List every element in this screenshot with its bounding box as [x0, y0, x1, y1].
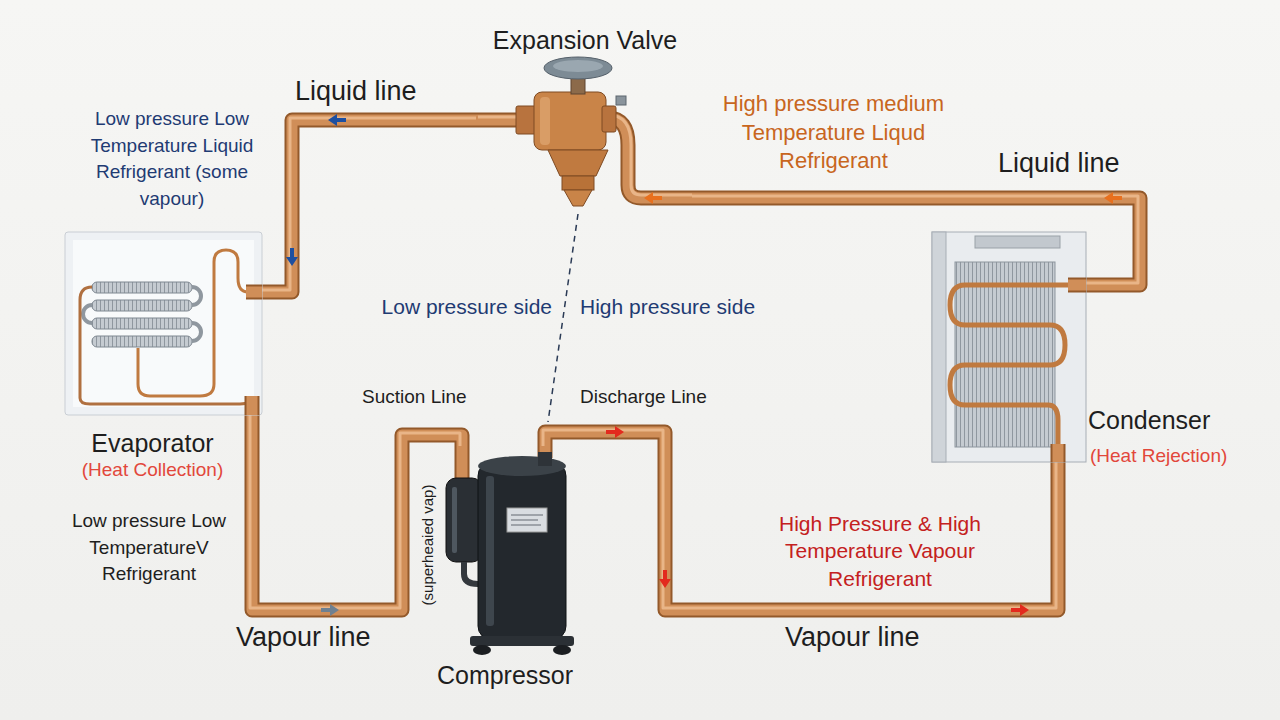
flow-arrow	[644, 192, 662, 204]
pipe-highlight	[260, 118, 476, 290]
flow-arrow	[328, 114, 346, 126]
condenser-fins	[955, 262, 1055, 447]
state-note: High pressure medium Temperature Liqud R…	[696, 90, 971, 176]
condenser-illustration	[932, 232, 1086, 462]
expansion-valve-illustration	[478, 57, 692, 206]
evaporator-tube	[92, 300, 192, 311]
state-note: Low pressure Low Temperature Liquid Refr…	[66, 106, 278, 212]
compressor-top	[478, 456, 566, 476]
side-name: Low pressure side	[330, 294, 552, 319]
pipe-stub	[478, 113, 522, 128]
accumulator-highlight	[452, 487, 457, 553]
condenser-coil	[950, 285, 1070, 446]
valve-bonnet	[548, 150, 608, 176]
component-role: (Heat Collection)	[65, 459, 240, 481]
compressor-foot	[553, 645, 571, 655]
evaporator-node: Evaporator(Heat Collection)	[65, 232, 262, 415]
pipe-name: Suction Line	[362, 386, 502, 409]
component-role: (Heat Rejection)	[1090, 445, 1265, 467]
pipe-stub	[1051, 444, 1066, 462]
pipe-stub	[608, 115, 692, 195]
flow-arrow	[606, 426, 624, 438]
pipe-outline	[262, 120, 478, 292]
evaporator-panel	[65, 232, 262, 415]
pipe-stub	[1068, 280, 1086, 291]
component-name: Compressor	[437, 661, 573, 690]
pipe-stub	[245, 396, 260, 415]
evaporator-outlet-tube	[80, 287, 252, 404]
evaporator-panel-inner	[73, 240, 254, 407]
evaporator-illustration	[65, 232, 262, 415]
pipe-stub	[608, 118, 692, 198]
pipe-stub	[478, 115, 522, 126]
accumulator-tube	[464, 562, 478, 584]
compressor-fitting	[538, 452, 552, 466]
pipe-stub	[1068, 278, 1086, 293]
evaporator-bend	[83, 287, 201, 341]
side-name: High pressure side	[580, 294, 810, 319]
pipe-outline	[252, 415, 462, 610]
evaporator-tube	[92, 282, 192, 293]
valve-nut	[602, 106, 616, 132]
condenser-node: Condenser(Heat Rejection)	[932, 232, 1086, 462]
valve-body	[534, 92, 606, 150]
condenser-frame	[932, 232, 1086, 462]
evaporator-tube	[92, 336, 192, 347]
pipe-body	[262, 120, 478, 292]
condenser-side	[932, 232, 946, 462]
pipe-name: Discharge Line	[580, 386, 740, 409]
valve-handwheel-top	[553, 60, 603, 72]
pipe-stub	[457, 448, 468, 482]
capillary-tube	[138, 250, 248, 396]
pipe-stub	[608, 118, 692, 198]
valve-handwheel	[544, 57, 612, 79]
refrigerant-pipe	[260, 118, 478, 292]
valve-highlight	[540, 97, 550, 145]
compressor-nameplate	[507, 508, 547, 532]
pipe-body	[252, 415, 462, 610]
nameplate-lines	[511, 515, 543, 525]
refrigerant-pipe	[250, 413, 462, 610]
compressor-illustration	[446, 448, 574, 655]
pipe-highlight	[250, 413, 460, 608]
valve-thread	[562, 176, 594, 190]
pipe-stub	[1053, 444, 1064, 462]
compressor-foot	[473, 645, 491, 655]
flow-arrow	[286, 248, 298, 266]
pipe-name: Vapour line	[236, 622, 436, 653]
component-name: Expansion Valve	[493, 26, 677, 55]
valve-nut	[516, 106, 536, 134]
compressor-node: Compressor	[430, 448, 580, 692]
evaporator-tube	[92, 318, 192, 329]
pipe-name: Liquid line	[998, 148, 1158, 179]
valve-tag	[616, 96, 626, 105]
valve-tip	[564, 190, 592, 206]
pipe-stub	[247, 396, 258, 415]
side-divider	[548, 214, 578, 422]
valve-node: Expansion Valve	[478, 26, 692, 212]
state-note: (superheaied vap)	[419, 485, 437, 606]
compressor-shell	[478, 462, 566, 640]
pipe-stub	[246, 285, 262, 300]
component-name: Evaporator	[65, 429, 240, 458]
pipe-stub	[478, 116, 522, 119]
state-note: High Pressure & High Temperature Vapour …	[750, 510, 1010, 592]
flow-arrow	[321, 604, 339, 616]
compressor-base	[470, 636, 574, 646]
flow-arrow	[1104, 192, 1122, 204]
state-note: Low pressure Low TemperatureV Refrigeran…	[58, 508, 240, 588]
flow-arrow	[659, 570, 671, 588]
pipe-stub	[455, 448, 470, 482]
flow-arrow	[1011, 604, 1029, 616]
condenser-bracket	[975, 236, 1060, 248]
compressor-highlight	[486, 476, 494, 626]
component-name: Condenser	[1088, 406, 1263, 435]
accumulator	[446, 478, 482, 562]
pipe-name: Liquid line	[295, 76, 465, 107]
pipe-name: Vapour line	[785, 622, 985, 653]
pipe-stub	[246, 287, 262, 298]
